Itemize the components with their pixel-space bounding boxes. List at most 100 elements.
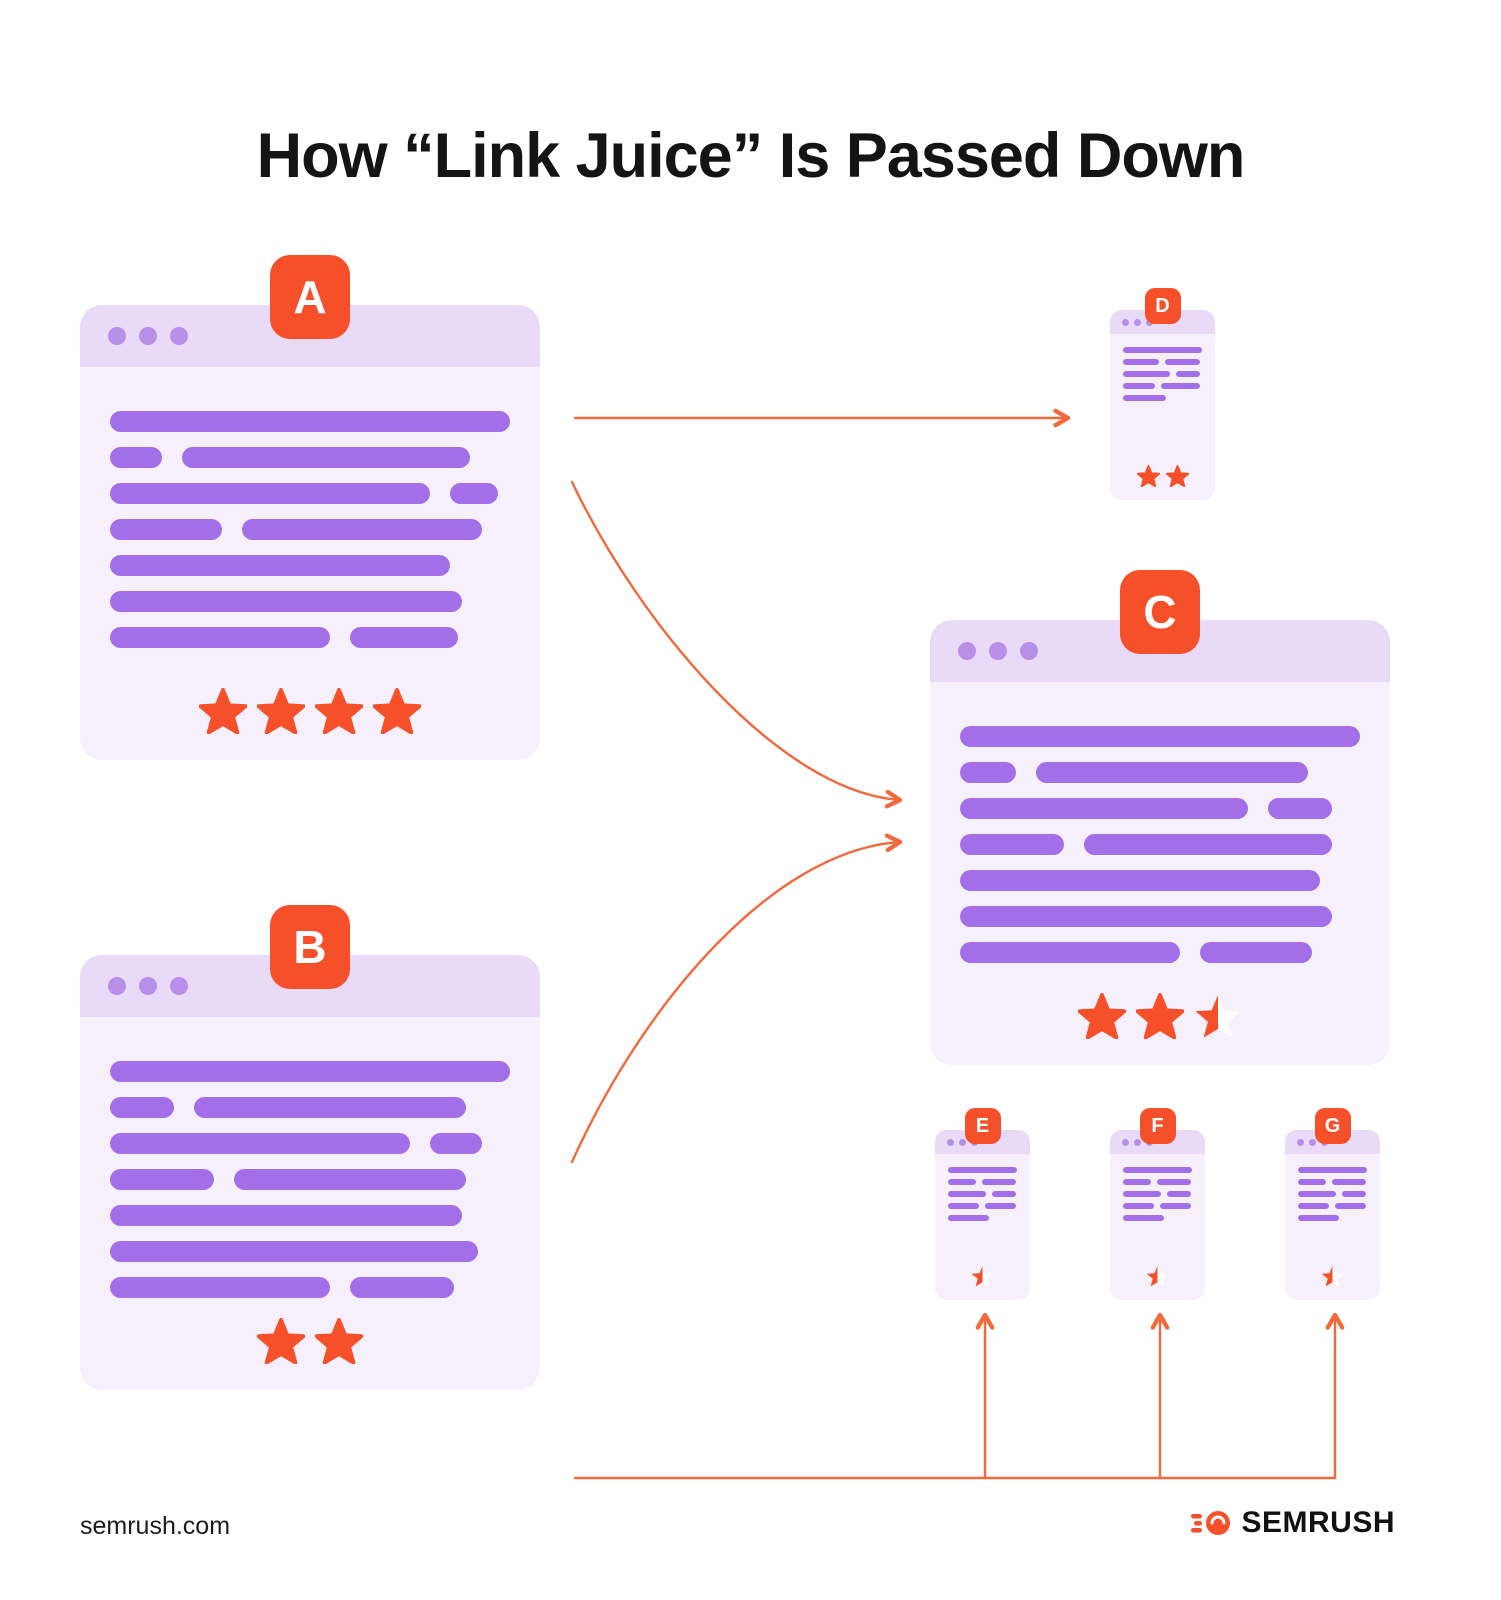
text-line	[350, 627, 458, 648]
card-c-star-rating	[930, 993, 1390, 1039]
text-line	[960, 762, 1016, 783]
text-line	[960, 906, 1332, 927]
text-line	[110, 1277, 330, 1298]
page-card-c: C	[930, 570, 1390, 1065]
card-f-star-rating	[1110, 1265, 1205, 1287]
page-title: How “Link Juice” Is Passed Down	[256, 121, 1246, 192]
text-line	[1335, 1203, 1367, 1209]
page-card-f: F	[1110, 1108, 1205, 1300]
text-line	[1160, 383, 1201, 389]
text-line	[1298, 1167, 1367, 1173]
text-line	[960, 870, 1320, 891]
semrush-logo: SEMRUSH	[1191, 1506, 1395, 1540]
text-line	[981, 1179, 1017, 1185]
half-star-icon	[1321, 1265, 1344, 1287]
page-card-d: D	[1110, 288, 1215, 500]
text-line	[1298, 1203, 1330, 1209]
text-line	[1036, 762, 1308, 783]
text-line	[110, 1241, 478, 1262]
star-icon	[1136, 993, 1184, 1039]
window-dot-icon	[959, 1138, 966, 1146]
card-d-label-badge: D	[1144, 288, 1181, 324]
card-a-skeleton-text	[80, 367, 540, 648]
window-dot-icon	[1297, 1138, 1304, 1146]
text-line	[1268, 798, 1332, 819]
half-star-icon	[1146, 1265, 1169, 1287]
page-card-e: E	[935, 1108, 1030, 1300]
text-line	[110, 519, 222, 540]
text-line	[1123, 371, 1171, 377]
window-dot-icon	[958, 642, 976, 660]
star-icon	[257, 1318, 305, 1364]
text-line	[450, 483, 498, 504]
text-line	[1123, 359, 1159, 365]
footer-site-text: semrush.com	[80, 1512, 231, 1540]
window-dot-icon	[1309, 1138, 1316, 1146]
card-e-skeleton-text	[935, 1154, 1030, 1221]
text-line	[948, 1191, 986, 1197]
window-dot-icon	[139, 327, 157, 345]
text-line	[110, 1061, 510, 1082]
text-line	[960, 942, 1180, 963]
star-icon	[315, 688, 363, 734]
window-dot-icon	[1020, 642, 1038, 660]
text-line	[1298, 1191, 1336, 1197]
card-f-label-badge: F	[1139, 1108, 1176, 1144]
text-line	[1164, 359, 1201, 365]
text-line	[110, 1205, 462, 1226]
star-icon	[199, 688, 247, 734]
text-line	[1166, 1191, 1192, 1197]
page-card-b: B	[80, 905, 540, 1390]
window-dot-icon	[947, 1138, 954, 1146]
page-card-a: A	[80, 255, 540, 760]
text-line	[960, 834, 1064, 855]
star-icon	[257, 688, 305, 734]
card-g-skeleton-text	[1285, 1154, 1380, 1221]
text-line	[110, 483, 430, 504]
text-line	[1176, 371, 1201, 377]
text-line	[110, 555, 450, 576]
window-dot-icon	[1134, 318, 1141, 326]
text-line	[985, 1203, 1017, 1209]
card-g-star-rating	[1285, 1265, 1380, 1287]
page-card-g: G	[1285, 1108, 1380, 1300]
text-line	[960, 726, 1360, 747]
text-line	[1123, 1167, 1192, 1173]
semrush-logo-text: SEMRUSH	[1241, 1506, 1395, 1539]
card-b-star-rating	[80, 1318, 540, 1364]
card-d-star-rating	[1110, 465, 1215, 487]
text-line	[948, 1167, 1017, 1173]
star-icon	[1165, 465, 1189, 487]
half-star-icon	[1195, 994, 1241, 1038]
text-line	[1200, 942, 1312, 963]
star-icon	[315, 1318, 363, 1364]
text-line	[1298, 1179, 1326, 1185]
text-line	[1123, 1179, 1151, 1185]
text-line	[110, 1169, 214, 1190]
text-line	[242, 519, 482, 540]
text-line	[182, 447, 470, 468]
text-line	[430, 1133, 482, 1154]
text-line	[1123, 347, 1202, 353]
window-dot-icon	[1122, 318, 1129, 326]
text-line	[110, 447, 162, 468]
window-dot-icon	[989, 642, 1007, 660]
window-dot-icon	[108, 977, 126, 995]
card-e-label-badge: E	[964, 1108, 1001, 1144]
text-line	[110, 591, 462, 612]
text-line	[1123, 1215, 1165, 1221]
window-dot-icon	[170, 327, 188, 345]
card-g-label-badge: G	[1314, 1108, 1351, 1144]
window-dot-icon	[1134, 1138, 1141, 1146]
text-line	[194, 1097, 466, 1118]
arrow-b-to-c	[570, 833, 903, 1164]
text-line	[960, 798, 1248, 819]
text-line	[1123, 1203, 1155, 1209]
text-line	[1341, 1191, 1367, 1197]
text-line	[948, 1215, 990, 1221]
card-a-star-rating	[80, 688, 540, 734]
card-b-label-badge: B	[270, 905, 350, 989]
window-dot-icon	[139, 977, 157, 995]
text-line	[350, 1277, 454, 1298]
window-dot-icon	[108, 327, 126, 345]
